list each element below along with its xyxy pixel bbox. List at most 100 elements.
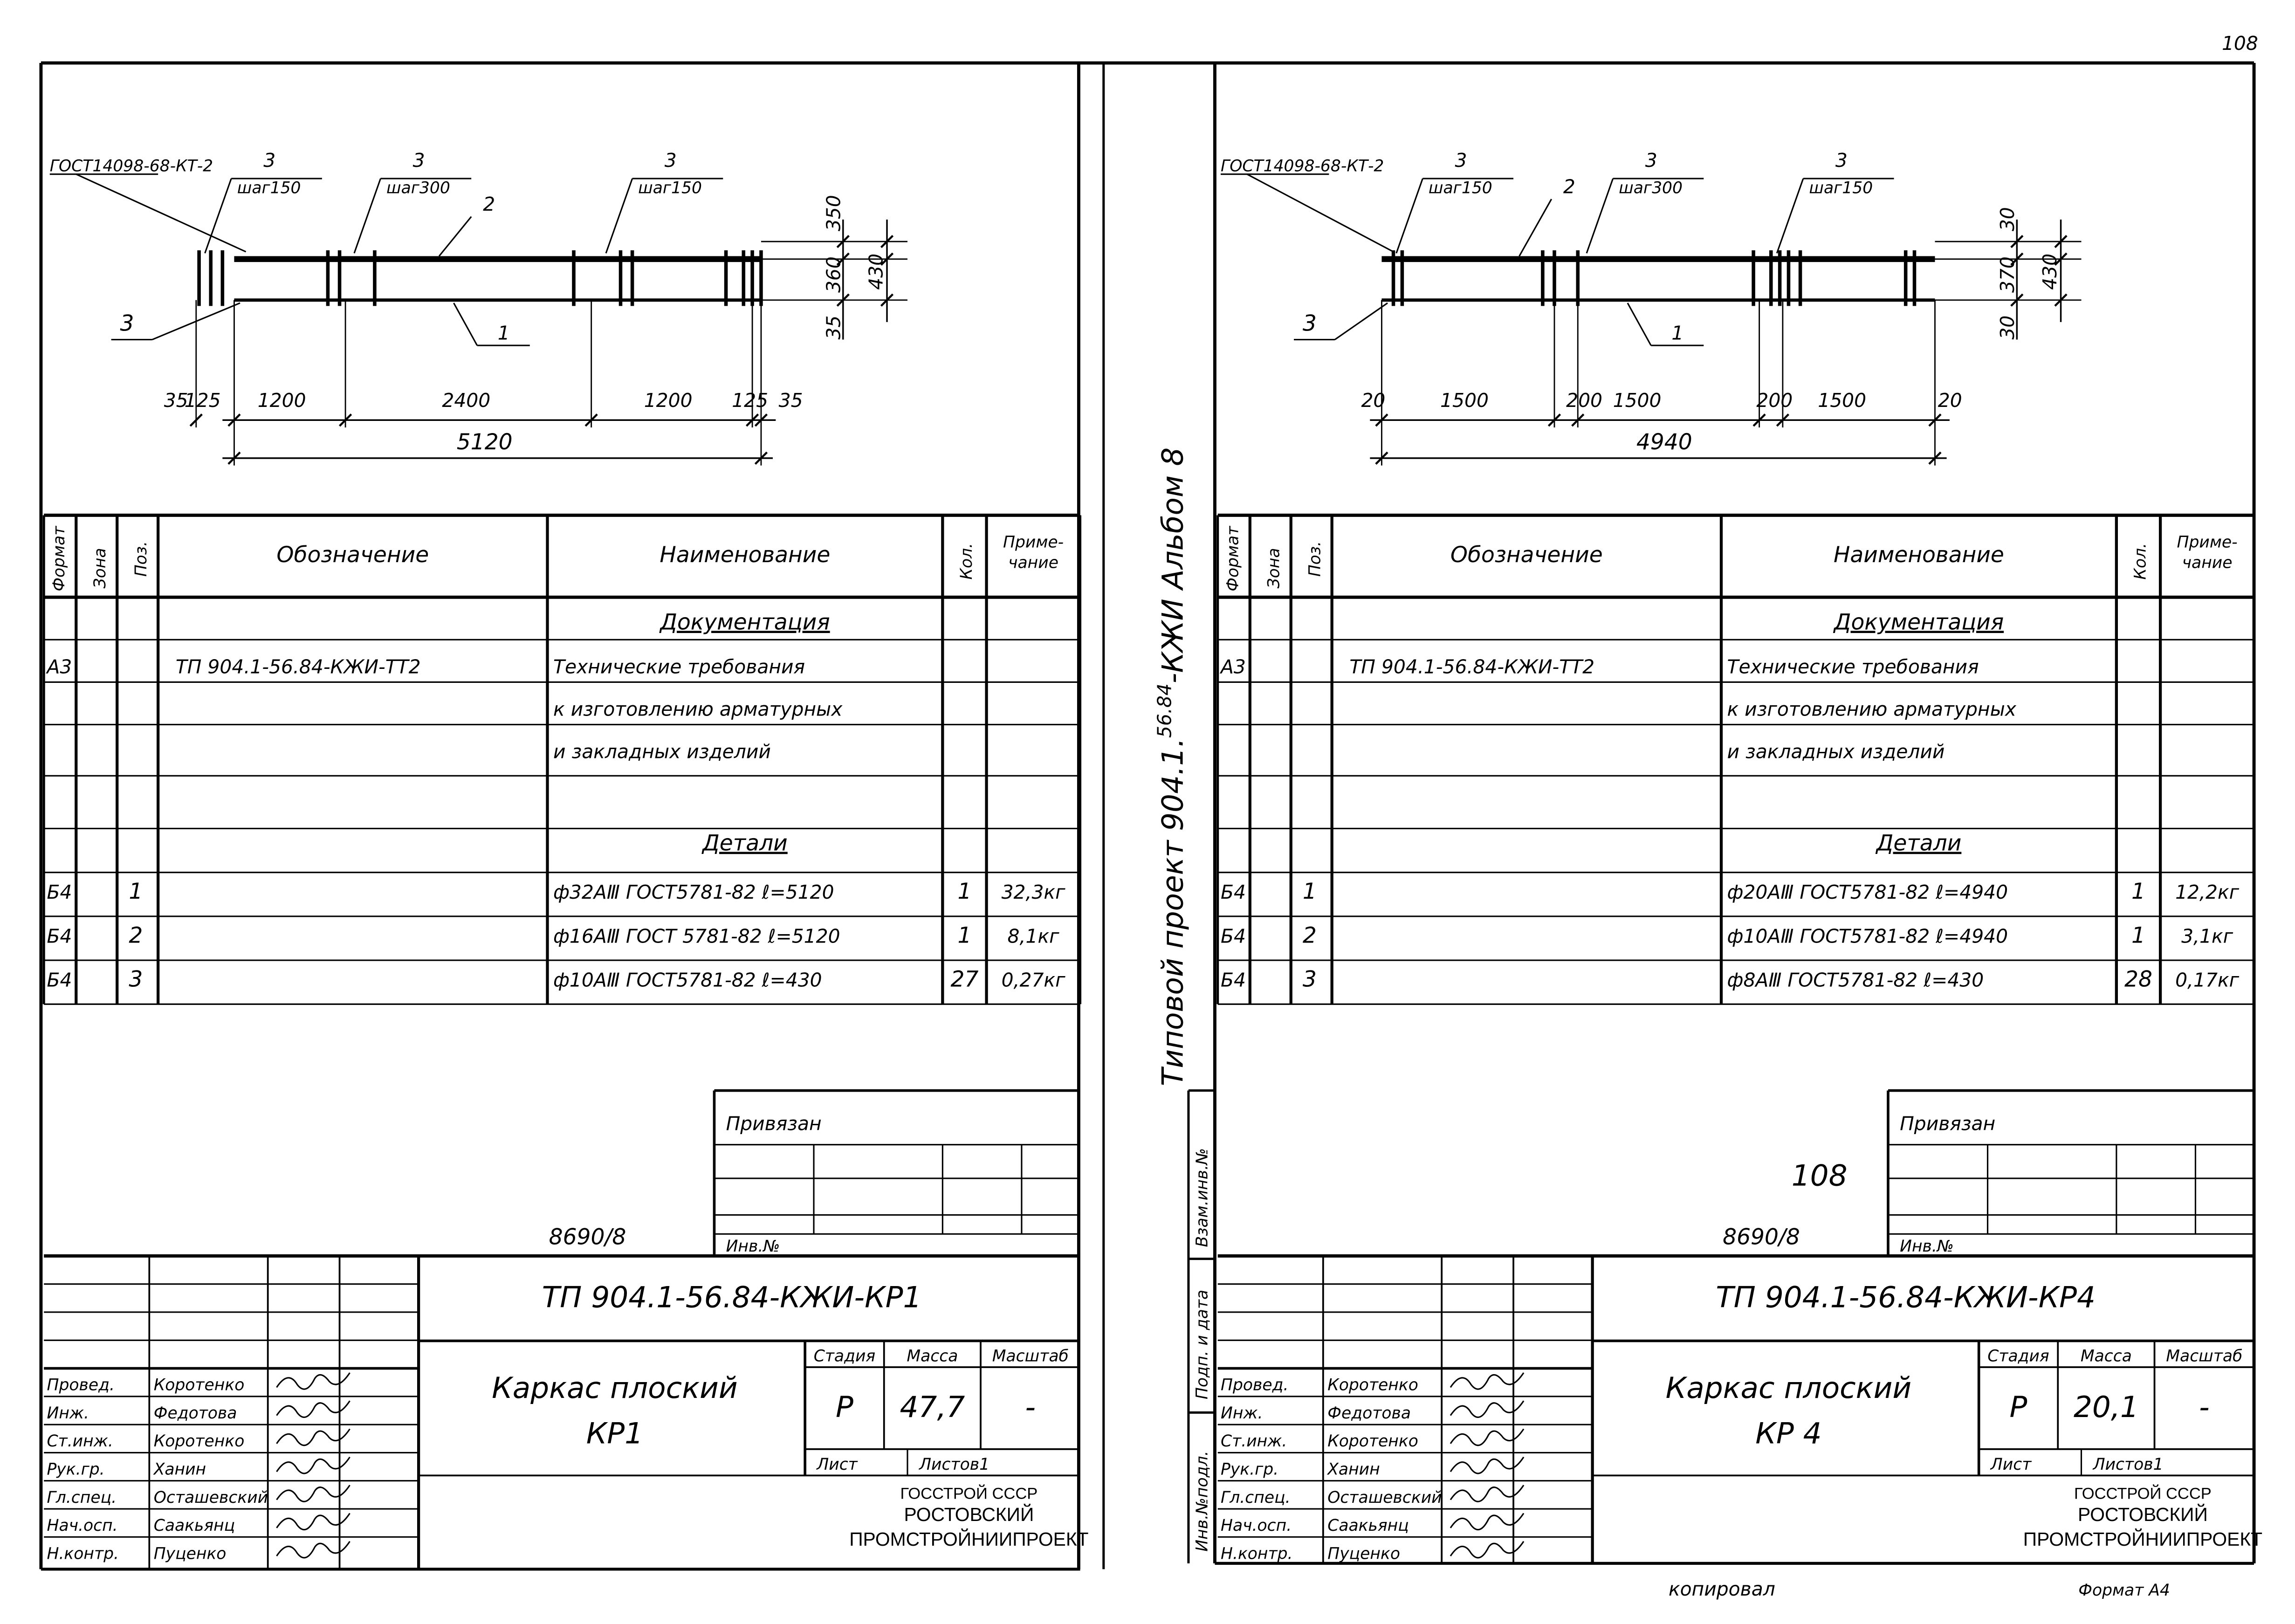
dim-vert: 430: [865, 254, 887, 290]
sheet-label: Лист: [1990, 1455, 2032, 1474]
org-name: ГОССТРОЙ СССР: [900, 1484, 1038, 1503]
header-zone: Зона: [91, 548, 110, 588]
leader: [204, 178, 232, 254]
detail-pos: 2: [129, 922, 143, 948]
scale-value: -: [2199, 1390, 2210, 1424]
dim-tick: [880, 252, 894, 266]
header-note: Приме-: [1003, 533, 1064, 551]
signature: [276, 1513, 350, 1531]
signer-role: Н.контр.: [47, 1544, 119, 1563]
header-name: Наименование: [660, 542, 830, 568]
signer-role: Провед.: [1221, 1376, 1288, 1395]
detail-qty: 1: [957, 879, 971, 904]
signer-name: Федотова: [154, 1404, 237, 1423]
dim-tick: [745, 413, 759, 427]
detail-pos: 3: [1303, 967, 1317, 992]
sheet-label: Лист: [816, 1455, 858, 1474]
leader: [76, 173, 247, 253]
signer-name: Коротенко: [1327, 1376, 1418, 1395]
detail-name: ф8АⅢ ГОСТ5781-82 ℓ=430: [1727, 969, 1984, 991]
section-documentation: Документация: [659, 609, 830, 635]
signer-role: Инж.: [47, 1404, 89, 1423]
stage-value: Р: [2010, 1390, 2027, 1424]
signature: [1450, 1485, 1525, 1502]
callout-number: 3: [665, 149, 677, 172]
drawing-code: ТП 904.1-56.84-КЖИ-КР1: [542, 1280, 922, 1314]
dim-vert: 30: [1996, 207, 2019, 231]
dim-total: 4940: [1636, 429, 1692, 455]
signer-role: Ст.инж.: [47, 1432, 113, 1451]
signature: [1450, 1428, 1525, 1446]
page-number: 108: [2222, 32, 2258, 55]
sheets-label: Листов1: [918, 1455, 989, 1474]
signature: [276, 1400, 350, 1418]
header-qty: Кол.: [2131, 543, 2150, 580]
position-label-1: 1: [1671, 322, 1683, 344]
signer-name: Ханин: [153, 1460, 206, 1479]
dim-value: 35: [779, 389, 803, 412]
sheets-label: Листов1: [2092, 1455, 2164, 1474]
detail-format: Б4: [47, 925, 72, 947]
drawing-title: КР1: [586, 1416, 643, 1450]
mass-label: Масса: [2081, 1347, 2132, 1365]
dim-vert: 430: [2039, 254, 2061, 290]
leader: [1586, 178, 1614, 254]
leader: [453, 303, 478, 346]
handwritten-number: 108: [1792, 1159, 1848, 1193]
doc-format: А3: [1219, 656, 1246, 678]
dim-value: 1500: [1613, 389, 1662, 412]
position-label-1: 1: [498, 322, 510, 344]
dim-tick: [836, 252, 850, 266]
detail-qty: 1: [2131, 922, 2145, 948]
leader: [1395, 178, 1423, 254]
stamp-inv-podl: Инв.№подл.: [1193, 1451, 1212, 1551]
doc-format: А3: [45, 656, 72, 678]
signer-name: Коротенко: [1327, 1432, 1418, 1451]
detail-pos: 1: [1303, 879, 1317, 904]
leader: [1246, 173, 1394, 253]
signature: [276, 1541, 350, 1559]
signer-role: Гл.спец.: [1221, 1488, 1291, 1507]
signer-name: Коротенко: [154, 1376, 245, 1395]
binding-label: Привязан: [1900, 1112, 1995, 1135]
dim-value: 20: [1938, 389, 1962, 412]
dim-value: 125: [732, 389, 768, 412]
dim-value: 125: [185, 389, 221, 412]
detail-format: Б4: [1221, 969, 1246, 991]
section-documentation: Документация: [1833, 609, 2004, 635]
signer-role: Ст.инж.: [1221, 1432, 1287, 1451]
header-designation: Обозначение: [1450, 542, 1603, 568]
dim-vert: 360: [823, 256, 845, 293]
section-details: Детали: [701, 831, 788, 856]
detail-format: Б4: [47, 969, 72, 991]
mass-value: 47,7: [900, 1390, 965, 1424]
detail-name: ф10АⅢ ГОСТ5781-82 ℓ=430: [553, 969, 822, 991]
signer-role: Инж.: [1221, 1404, 1263, 1423]
dim-tick: [338, 413, 352, 427]
stage-label: Стадия: [1987, 1347, 2049, 1365]
org-name: ПРОМСТРОЙНИИПРОЕКТ: [2023, 1528, 2262, 1550]
leader: [1519, 199, 1553, 257]
detail-name: ф20АⅢ ГОСТ5781-82 ℓ=4940: [1727, 881, 2008, 903]
signer-name: Осташевский: [1327, 1488, 1442, 1507]
org-name: ПРОМСТРОЙНИИПРОЕКТ: [849, 1528, 1088, 1550]
stage-value: Р: [836, 1390, 853, 1424]
signer-role: Н.контр.: [1221, 1544, 1293, 1563]
signer-name: Пуценко: [1327, 1544, 1400, 1563]
signer-name: Ханин: [1326, 1460, 1380, 1479]
stamp-vzam-inv: Взам.инв.№: [1193, 1148, 1212, 1247]
header-name: Наименование: [1834, 542, 2004, 568]
signer-name: Коротенко: [154, 1432, 245, 1451]
detail-note: 0,17кг: [2175, 969, 2240, 991]
header-note: чание: [2182, 553, 2233, 572]
leader: [1627, 303, 1652, 346]
callout-step: шаг300: [1619, 179, 1683, 198]
dim-value: 1500: [1818, 389, 1866, 412]
dim-tick: [1571, 413, 1585, 427]
drawing-title: Каркас плоский: [1666, 1371, 1912, 1405]
signature: [1450, 1400, 1525, 1418]
gost-label: ГОСТ14098-68-КТ-2: [50, 157, 213, 175]
